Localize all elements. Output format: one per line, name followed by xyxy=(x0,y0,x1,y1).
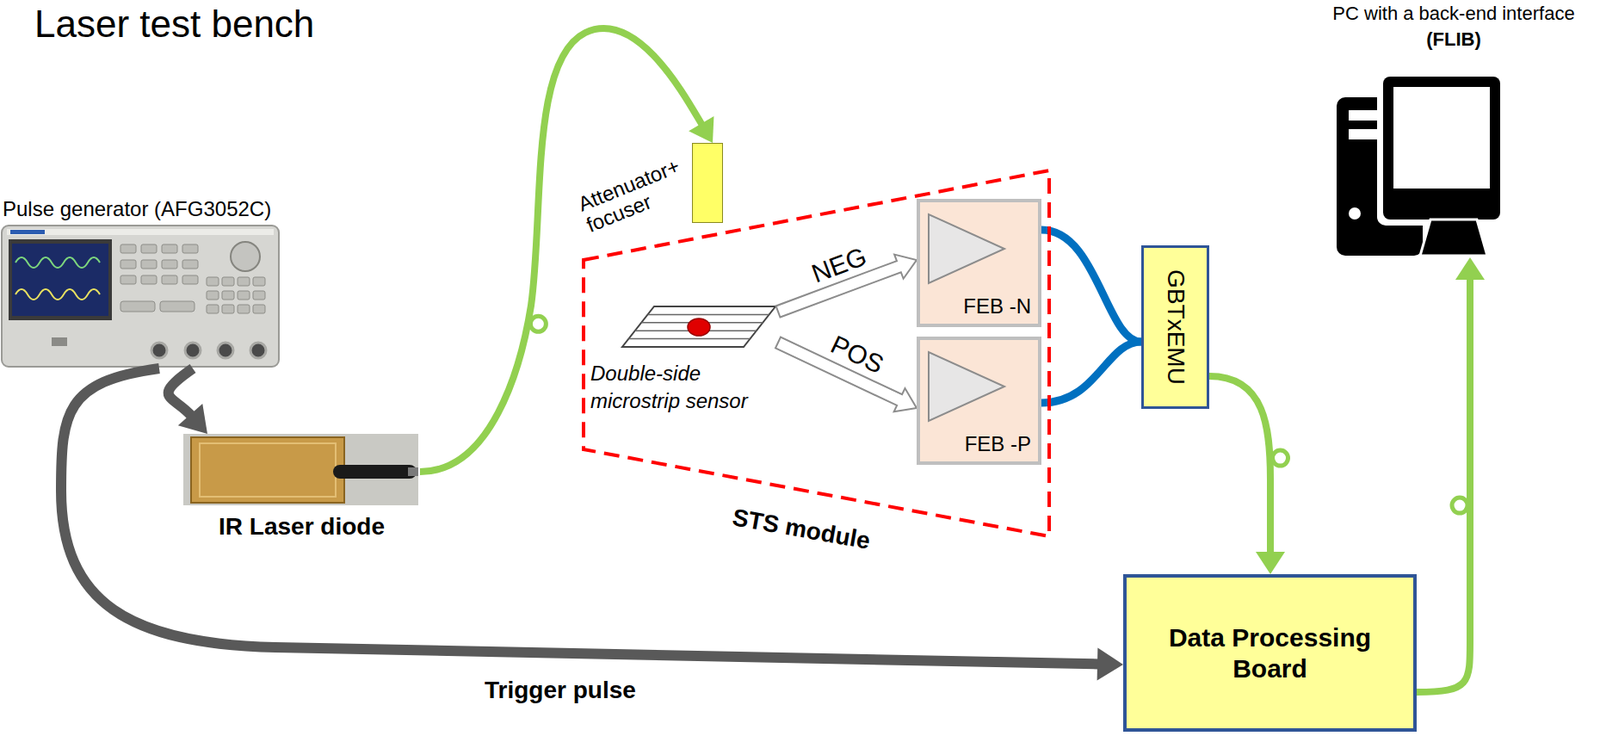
amplifier-triangle xyxy=(928,352,1005,421)
bnc-connectors xyxy=(151,342,266,359)
drive-slot xyxy=(1348,110,1382,121)
edge-label: Trigger pulse xyxy=(484,676,637,705)
power-button xyxy=(1348,207,1361,220)
connector xyxy=(168,368,208,434)
diode-housing xyxy=(191,437,345,503)
waveform xyxy=(15,289,100,300)
fiber-tip xyxy=(407,467,419,476)
generator-knob xyxy=(230,241,260,272)
edge-label: POS xyxy=(826,330,889,381)
arrowhead xyxy=(1255,551,1285,575)
amplifier-symbol xyxy=(925,210,1012,289)
monitor-frame xyxy=(1383,76,1501,220)
node-text: Pulse generator (AFG3052C) xyxy=(0,196,285,223)
node-text: GBTxEMU xyxy=(1161,269,1190,385)
usb-port xyxy=(51,337,68,346)
node-text: STS module xyxy=(710,499,894,560)
connector xyxy=(1041,229,1142,342)
microstrip-sensor-picture xyxy=(622,306,776,347)
frontend-board: FEB -P xyxy=(916,336,1042,465)
generator-body xyxy=(1,225,279,367)
fiber-loop xyxy=(1451,497,1468,513)
fiber-loop xyxy=(530,315,546,332)
node-text: PC with a back-end interface xyxy=(1311,1,1596,26)
diagram-title: Laser test bench xyxy=(34,1,315,47)
monitor-stand xyxy=(1420,219,1488,256)
computer-node: PC with a back-end interface(FLIB) xyxy=(1311,1,1596,258)
drive-slot xyxy=(1348,129,1382,140)
arrowhead xyxy=(688,116,714,143)
fiber-loop xyxy=(1272,450,1289,466)
connector xyxy=(1041,341,1142,403)
photo-ground xyxy=(183,433,419,506)
computer-icon xyxy=(1336,70,1507,256)
monitor-screen xyxy=(1393,86,1490,189)
processing-board: Data Processing Board xyxy=(1123,574,1417,732)
node-text: FEB -P xyxy=(964,432,1032,457)
arrowhead xyxy=(178,403,208,434)
laser-node: IR Laser diode xyxy=(183,433,421,541)
node-text: Attenuator+ focuser xyxy=(574,152,698,237)
connector-line xyxy=(168,368,193,416)
edge-label: NEG xyxy=(808,240,872,289)
waveform xyxy=(15,257,100,268)
emulator-box: GBTxEMU xyxy=(1141,245,1210,409)
connector-line xyxy=(1416,277,1471,692)
fiber-cable xyxy=(339,464,410,479)
instrument-node: Pulse generator (AFG3052C) xyxy=(0,196,285,369)
connector xyxy=(1209,376,1289,575)
sensor-outline xyxy=(622,306,776,347)
connector-line xyxy=(1041,341,1142,403)
diode-frame xyxy=(199,443,336,497)
node-text: Double-side microstrip sensor xyxy=(590,359,779,415)
generator-brand xyxy=(10,229,45,235)
node-text: IR Laser diode xyxy=(183,512,421,541)
frontend-board: FEB -N xyxy=(916,198,1042,328)
connector xyxy=(1416,257,1485,692)
node-text: Data Processing Board xyxy=(1147,622,1393,685)
generator-bezel xyxy=(8,239,112,321)
amplifier-triangle xyxy=(928,214,1005,284)
module-region: STS moduleDouble-side microstrip sensorF… xyxy=(581,168,1051,565)
arrowhead xyxy=(1097,647,1124,680)
generator-screen xyxy=(12,243,109,316)
attenuator-box: Attenuator+ focuser xyxy=(691,142,723,223)
connector-line xyxy=(1209,376,1271,554)
sensor-strips xyxy=(628,314,769,339)
connector-line xyxy=(1041,229,1142,342)
monitor-gap xyxy=(1377,70,1507,226)
amplifier-symbol xyxy=(925,348,1012,427)
laser-spot xyxy=(687,318,711,336)
dashed-outline xyxy=(583,170,1050,537)
node-text: (FLIB) xyxy=(1311,27,1596,52)
pulse-generator-picture xyxy=(1,225,279,367)
arrowhead xyxy=(1455,257,1485,280)
sensor-node: Double-side microstrip sensor xyxy=(590,306,779,415)
laser-diode-picture xyxy=(183,433,419,506)
node-text: FEB -N xyxy=(963,294,1032,319)
generator-top-strip xyxy=(6,228,274,235)
